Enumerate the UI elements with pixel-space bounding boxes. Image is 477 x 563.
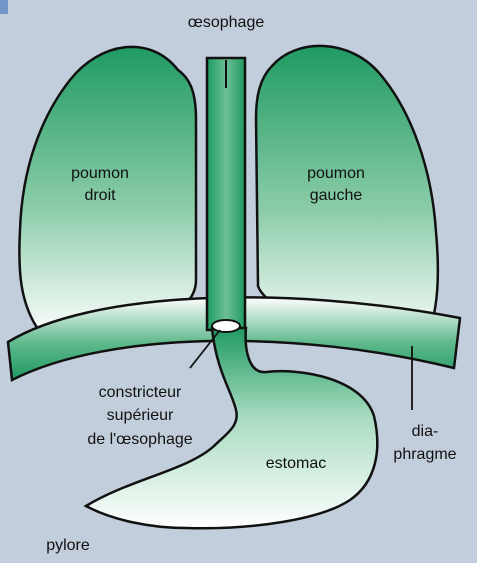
left-lung-label-line2: gauche [310, 187, 363, 204]
left-lung-label-line1: poumon [307, 165, 365, 182]
oesophagus-tube [207, 58, 245, 330]
pylorus-label: pylore [46, 537, 90, 554]
constrictor-ring [212, 320, 240, 332]
constrictor-label-line1: constricteur [99, 384, 182, 401]
stomach-label: estomac [266, 455, 326, 472]
constrictor-label-line2: supérieur [107, 407, 174, 424]
oesophagus-label: œsophage [188, 14, 265, 31]
diaphragm-label-line1: dia- [412, 423, 439, 440]
right-lung-label-line2: droit [84, 187, 116, 204]
constrictor-label-line3: de l'œsophage [87, 431, 192, 448]
right-lung-label-line1: poumon [71, 165, 129, 182]
diaphragm-label-line2: phragme [393, 446, 456, 463]
